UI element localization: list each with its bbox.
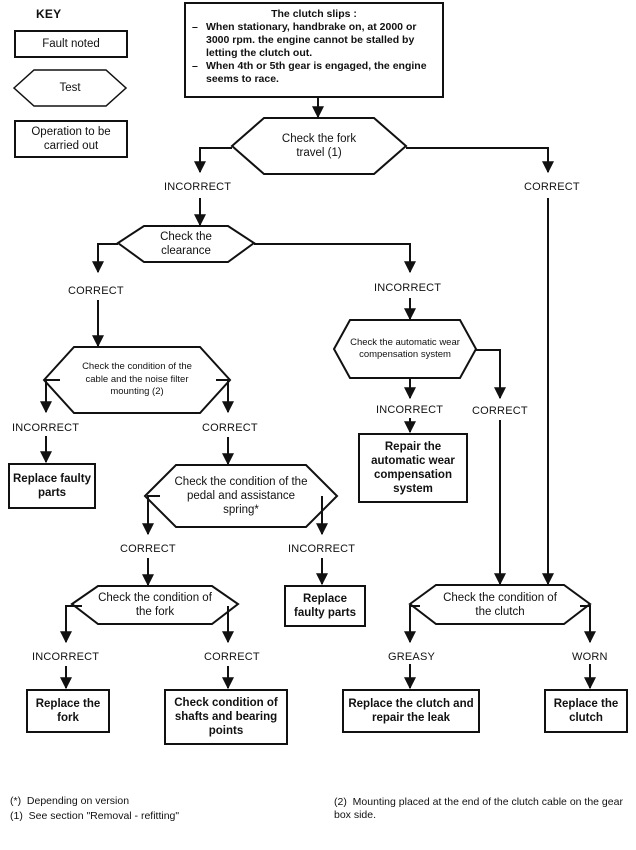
label-incorrect-fork-travel: INCORRECT (164, 181, 232, 193)
test-pedal-shape (143, 464, 339, 528)
fault-noted-box: The clutch slips : – When stationary, ha… (184, 2, 444, 98)
arrow-cable-incorrect (40, 379, 60, 414)
label-incorrect-pedal: INCORRECT (288, 543, 356, 555)
label-correct-pedal: CORRECT (120, 543, 176, 555)
label-worn: WORN (572, 651, 608, 663)
footnote-star: (*) Depending on version (10, 795, 130, 807)
op-repair-auto-wear: Repair the automatic wear compensation s… (358, 433, 468, 503)
op-check-shafts: Check condition of shafts and bearing po… (164, 689, 288, 745)
fault-item: – When 4th or 5th gear is engaged, the e… (192, 60, 436, 86)
key-operation-box: Operation to be carried out (14, 120, 128, 158)
arrow-cable-correct (216, 379, 234, 414)
arrow-clearance-incorrect (254, 243, 416, 274)
arrow-fork-incorrect (60, 605, 82, 644)
key-fault-box: Fault noted (14, 30, 128, 58)
arrow-clearance-correct (92, 243, 118, 274)
key-test-label: Test (59, 82, 81, 94)
key-test-shape (12, 69, 128, 107)
op-replace-clutch: Replace the clutch (544, 689, 628, 733)
arrow-fork-travel-correct (406, 147, 554, 174)
test-clutch-shape (408, 584, 592, 625)
key-title: KEY (36, 7, 62, 21)
test-pedal: Check the condition of the pedal and ass… (174, 476, 308, 516)
label-correct-cable: CORRECT (202, 422, 258, 434)
fault-item: – When stationary, handbrake on, at 2000… (192, 21, 436, 60)
label-incorrect-clearance: INCORRECT (374, 282, 442, 294)
label-correct-clearance: CORRECT (68, 285, 124, 297)
fault-item-text: When stationary, handbrake on, at 2000 o… (206, 21, 417, 59)
label-incorrect-cable: INCORRECT (12, 422, 80, 434)
op-replace-faulty-parts-1: Replace faulty parts (8, 463, 96, 509)
arrow-auto-wear-correct (476, 349, 506, 400)
test-fork: Check the condition of the fork (98, 592, 212, 618)
fault-title: The clutch slips : (271, 8, 357, 20)
test-fork-travel: Check the fork travel (1) (281, 133, 357, 159)
label-correct-fork: CORRECT (204, 651, 260, 663)
arrow-fork-travel-incorrect (194, 147, 232, 174)
op-replace-clutch-leak: Replace the clutch and repair the leak (342, 689, 480, 733)
bullet-dash: – (192, 60, 198, 72)
test-clearance: Check the clearance (160, 231, 212, 257)
label-correct-fork-travel: CORRECT (524, 181, 580, 193)
label-correct-auto-wear: CORRECT (472, 405, 528, 417)
arrow-clutch-worn (580, 605, 596, 644)
test-fork-shape (70, 585, 240, 625)
test-cable-shape (42, 346, 232, 414)
arrow-pedal-correct (142, 495, 160, 536)
op-replace-faulty-parts-2: Replace faulty parts (284, 585, 366, 627)
op-replace-fork: Replace the fork (26, 689, 110, 733)
test-auto-wear: Check the automatic wear compensation sy… (350, 336, 460, 361)
test-fork-travel-shape (230, 117, 408, 175)
arrow-clutch-greasy (404, 605, 420, 644)
test-clutch: Check the condition of the clutch (443, 591, 557, 618)
label-greasy: GREASY (388, 651, 436, 663)
footnote-one: (1) See section "Removal - refitting" (10, 810, 180, 822)
test-cable: Check the condition of the cable and the… (82, 361, 192, 398)
fault-item-text: When 4th or 5th gear is engaged, the eng… (206, 60, 427, 85)
label-incorrect-auto-wear: INCORRECT (376, 404, 444, 416)
bullet-dash: – (192, 21, 198, 33)
footnote-two: (2) Mounting placed at the end of the cl… (334, 796, 626, 821)
label-incorrect-fork: INCORRECT (32, 651, 100, 663)
